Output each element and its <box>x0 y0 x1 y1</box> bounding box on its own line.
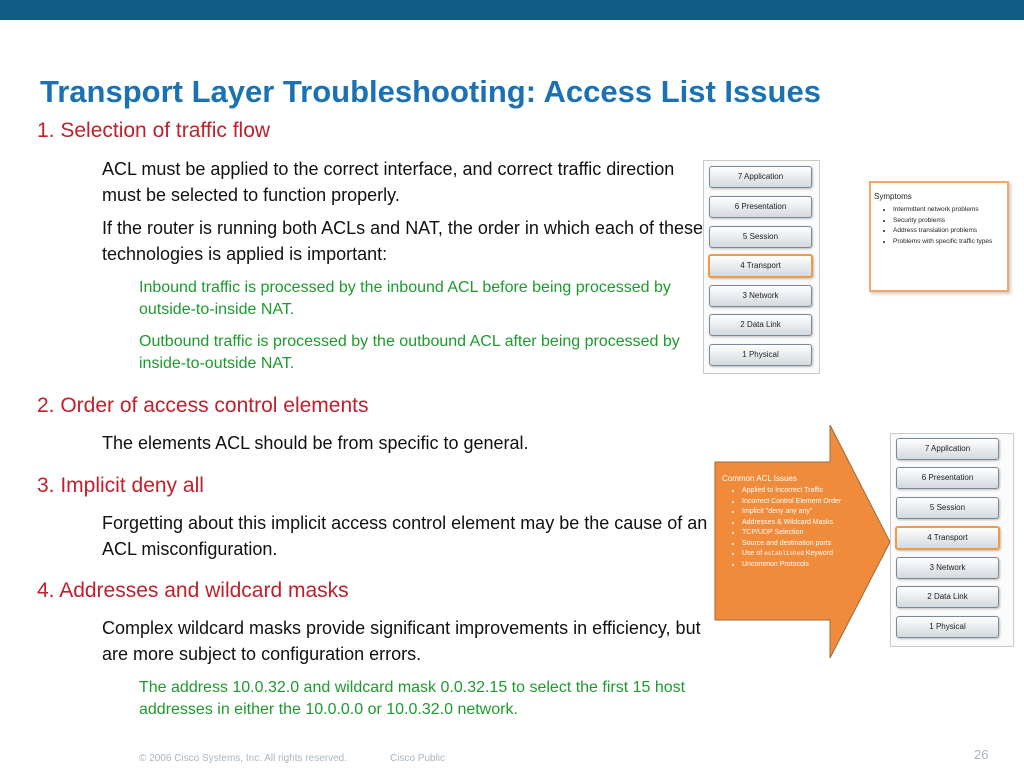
section-heading-1: 1. Selection of traffic flow <box>37 119 271 142</box>
osi-layer-5: 5 Session <box>709 226 812 248</box>
symptom-item: Intermittent network problems <box>893 205 1007 216</box>
acl-issues-box: Common ACL Issues Applied to Incorrect T… <box>722 474 857 570</box>
acl-issues-arrow <box>714 424 891 659</box>
acl-issue-item: Incorrect Control Element Order <box>742 497 857 508</box>
acl-issue-item: Applied to Incorrect Traffic <box>742 486 857 497</box>
osi-layer-7: 7 Application <box>709 166 812 188</box>
acl-issue-item-established: Use of established Keyword <box>742 549 857 560</box>
osi-layer-1: 1 Physical <box>709 344 812 366</box>
section-heading-3: 3. Implicit deny all <box>37 474 204 497</box>
arrow-shape <box>714 424 891 659</box>
established-prefix: Use of <box>742 550 765 557</box>
symptoms-list: Intermittent network problems Security p… <box>871 205 1007 247</box>
subpoint-wildcard-example: The address 10.0.32.0 and wildcard mask … <box>139 679 686 718</box>
subpoint-inbound: Inbound traffic is processed by the inbo… <box>139 279 671 318</box>
osi-layer-6: 6 Presentation <box>896 467 999 489</box>
established-suffix: Keyword <box>803 550 833 557</box>
acl-issue-item: Addresses & Wildcard Masks <box>742 518 857 529</box>
page-number: 26 <box>974 747 989 762</box>
slide-title: Transport Layer Troubleshooting: Access … <box>40 74 821 109</box>
section-heading-2: 2. Order of access control elements <box>37 394 369 417</box>
symptom-item: Address translation problems <box>893 226 1007 237</box>
subpoint-outbound: Outbound traffic is processed by the out… <box>139 333 680 372</box>
osi-layer-7: 7 Application <box>896 438 999 460</box>
symptoms-title: Symptoms <box>874 192 912 201</box>
paragraph-order: The elements ACL should be from specific… <box>102 433 529 453</box>
acl-issue-item: Source and destination ports <box>742 539 857 550</box>
paragraph-acl-interface: ACL must be applied to the correct inter… <box>102 159 675 205</box>
acl-issues-title: Common ACL Issues <box>722 474 797 483</box>
symptom-item: Problems with specific traffic types <box>893 237 1007 248</box>
footer-classification: Cisco Public <box>390 753 446 764</box>
symptom-item: Security problems <box>893 216 1007 227</box>
acl-issues-list: Applied to Incorrect Traffic Incorrect C… <box>722 486 857 570</box>
symptoms-box: Symptoms Intermittent network problems S… <box>869 181 1009 292</box>
osi-layer-2: 2 Data Link <box>896 586 999 608</box>
section-heading-4: 4. Addresses and wildcard masks <box>37 579 349 602</box>
osi-layer-3: 3 Network <box>709 285 812 307</box>
footer-copyright: © 2006 Cisco Systems, Inc. All rights re… <box>139 753 348 764</box>
osi-layer-4-highlighted: 4 Transport <box>895 526 1000 550</box>
acl-issue-item: Uncommon Protocols <box>742 560 857 571</box>
osi-layer-5: 5 Session <box>896 497 999 519</box>
paragraph-acl-nat-order: If the router is running both ACLs and N… <box>102 218 704 264</box>
acl-issue-item: TCP/UDP Selection <box>742 528 857 539</box>
osi-layer-1: 1 Physical <box>896 616 999 638</box>
osi-layer-4-highlighted: 4 Transport <box>708 254 813 278</box>
osi-layer-3: 3 Network <box>896 557 999 579</box>
osi-layer-6: 6 Presentation <box>709 196 812 218</box>
top-banner <box>0 0 1024 20</box>
acl-issue-item: Implicit "deny any any" <box>742 507 857 518</box>
paragraph-implicit-deny: Forgetting about this implicit access co… <box>102 513 708 559</box>
osi-layer-2: 2 Data Link <box>709 314 812 336</box>
established-keyword: established <box>764 550 804 557</box>
paragraph-wildcard: Complex wildcard masks provide significa… <box>102 618 701 664</box>
